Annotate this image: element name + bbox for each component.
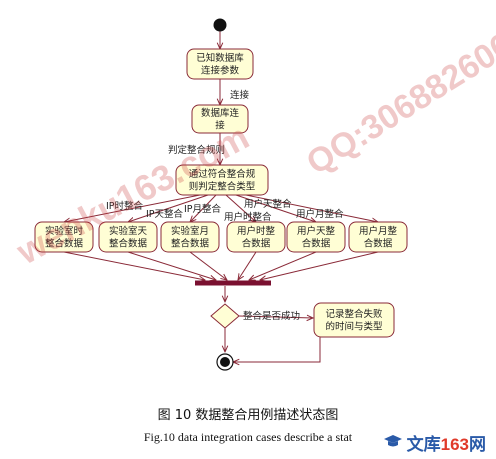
edge-user-hour-to-bar <box>238 251 257 280</box>
labels-layer: 已知数据库连接参数数据库连接通过符合整合规则判定整合类型实验室时整合数据实验室天… <box>45 52 398 333</box>
edge-lab-realtime-to-bar <box>63 251 205 280</box>
node-user-month <box>348 221 408 253</box>
node-lab-month <box>160 221 220 253</box>
node-label-lab-realtime: 实验室时整合数据 <box>45 225 84 250</box>
edge-lab-month-to-bar <box>189 251 227 280</box>
node-label-record-fail: 记录整合失败的时间与类型 <box>325 308 383 333</box>
edge-judge-to-user-hour <box>225 194 256 222</box>
node-label-db-connect: 数据库连接 <box>201 107 240 132</box>
edge-lab-day-to-bar <box>127 251 216 280</box>
edge-record-to-final <box>233 337 321 362</box>
site-logo: 文库163网 <box>383 429 486 455</box>
node-label-user-day: 用户天整合数据 <box>297 225 336 250</box>
logo-text: 文库163网 <box>406 434 486 454</box>
nodes-layer <box>34 18 408 371</box>
node-user-day <box>286 221 346 253</box>
edge-decision-to-record <box>238 316 313 318</box>
edge-label-user-month: 用户月整合 <box>296 208 344 220</box>
node-lab-realtime <box>34 221 94 253</box>
node-known-params <box>186 48 254 80</box>
edge-label-judge-rule: 判定整合规则 <box>168 144 225 156</box>
edge-label-user-day: 用户天整合 <box>244 198 292 210</box>
edge-user-day-to-bar <box>249 251 317 280</box>
join-bar <box>195 280 271 286</box>
node-label-user-hour: 用户时整合数据 <box>237 225 276 250</box>
edge-user-month-to-bar <box>260 251 379 280</box>
edge-judge-to-user-day <box>235 194 316 222</box>
edge-judge-to-lab-day <box>128 194 209 222</box>
final-node-inner <box>220 357 230 367</box>
node-label-known-params: 已知数据库连接参数 <box>196 52 244 77</box>
edges-layer <box>63 31 379 363</box>
node-label-judge-by-rules: 通过符合整合规则判定整合类型 <box>189 168 256 193</box>
graduation-cap-icon <box>383 435 402 447</box>
edge-judge-to-user-month <box>245 194 378 222</box>
edge-label-ip-month: IP月整合 <box>184 203 222 215</box>
caption-english: Fig.10 data integration cases describe a… <box>143 430 353 444</box>
node-user-hour <box>226 221 286 253</box>
edge-label-ip-day: IP天整合 <box>146 208 184 220</box>
node-record-fail <box>313 302 395 338</box>
node-judge-by-rules <box>175 164 269 196</box>
node-lab-day <box>98 221 158 253</box>
edge-label-user-hour: 用户时整合 <box>224 211 272 223</box>
node-label-user-month: 用户月整合数据 <box>359 225 398 250</box>
initial-node <box>213 18 227 32</box>
edge-label-decision: 整合是否成功 <box>243 310 300 322</box>
node-label-lab-day: 实验室天整合数据 <box>109 225 148 250</box>
edge-label-ip-hour: IP时整合 <box>106 200 144 212</box>
edge-judge-to-lab-realtime <box>64 194 201 222</box>
node-db-connect <box>191 104 249 134</box>
edge-label-connect: 连接 <box>230 89 250 101</box>
decision-diamond <box>210 303 240 329</box>
edge-judge-to-lab-month <box>190 194 217 222</box>
caption-chinese: 图 10 数据整合用例描述状态图 <box>157 408 339 423</box>
node-label-lab-month: 实验室月整合数据 <box>171 225 210 250</box>
